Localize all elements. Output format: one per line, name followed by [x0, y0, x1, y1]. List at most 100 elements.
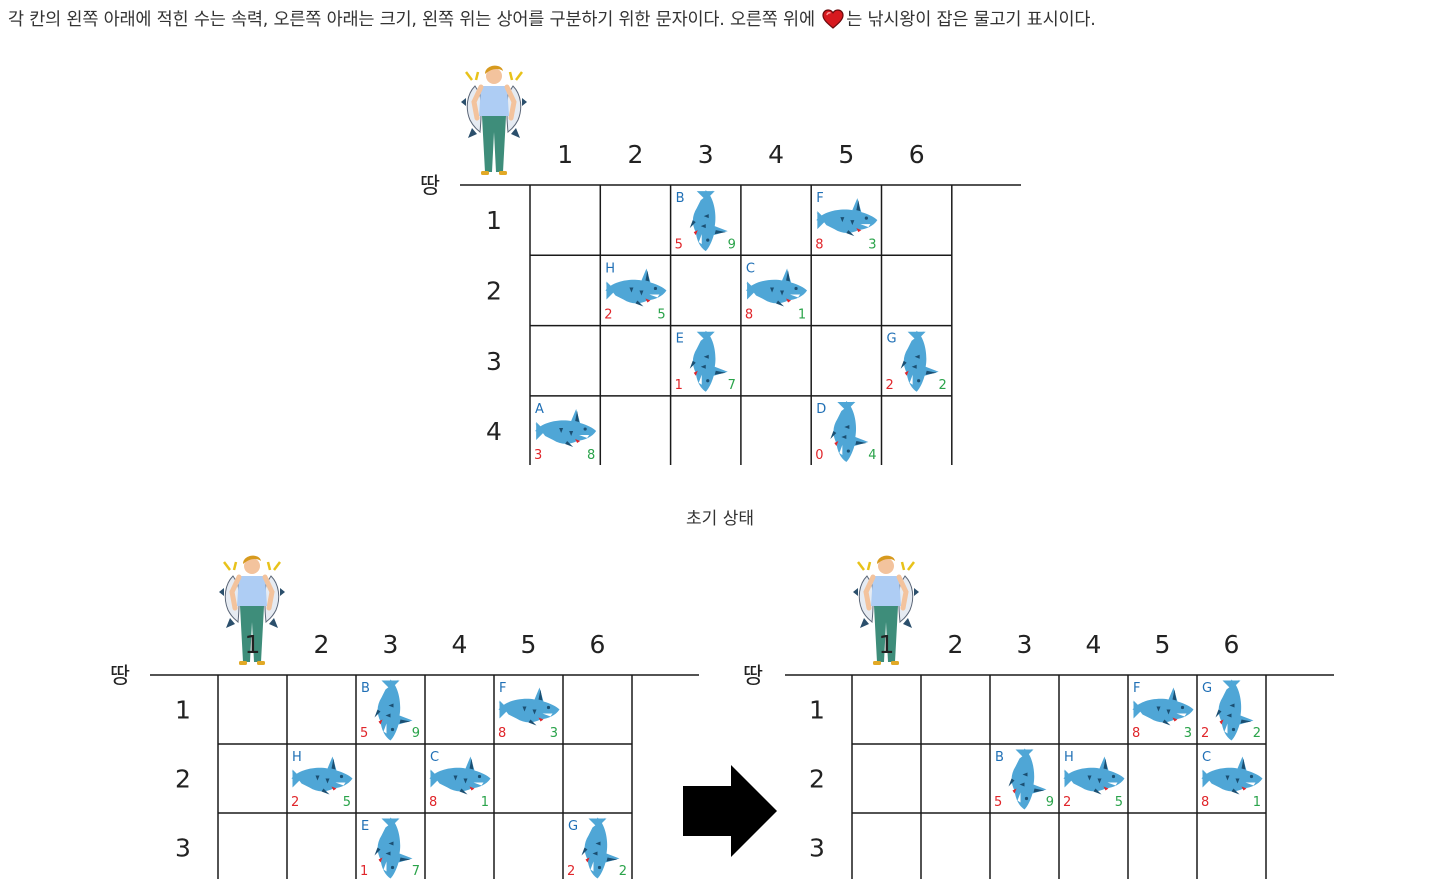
shark-icon — [1008, 748, 1047, 810]
col-label: 5 — [838, 140, 854, 169]
shark-name: C — [1202, 750, 1211, 765]
shark-icon — [830, 401, 869, 463]
shark-speed: 5 — [675, 237, 683, 252]
shark-name: B — [676, 191, 685, 206]
shark-size: 4 — [868, 448, 876, 463]
col-label: 5 — [521, 630, 537, 659]
shark-name: C — [430, 750, 439, 765]
shark-size: 9 — [412, 726, 420, 741]
shark-icon — [374, 817, 413, 879]
shark-size: 5 — [343, 795, 351, 810]
shark-speed: 5 — [994, 795, 1002, 810]
shark-speed: 2 — [604, 308, 612, 323]
row-label: 4 — [486, 417, 502, 446]
row-label: 1 — [486, 206, 502, 235]
shark-speed: 8 — [745, 308, 753, 323]
fisherman-icon — [461, 66, 527, 175]
col-label: 6 — [1224, 630, 1240, 659]
shark-name: G — [887, 332, 897, 347]
shark-speed: 0 — [815, 448, 823, 463]
shark-size: 8 — [587, 448, 595, 463]
shark-speed: 2 — [1063, 795, 1071, 810]
shark-speed: 8 — [498, 726, 506, 741]
shark-size: 7 — [412, 864, 420, 879]
col-label: 3 — [698, 140, 714, 169]
col-label: 1 — [557, 140, 573, 169]
land-label: 땅 — [420, 174, 440, 199]
shark-name: G — [1202, 681, 1212, 696]
land-label: 땅 — [110, 664, 130, 689]
state-caption: 초기 상태 — [686, 509, 754, 529]
col-label: 6 — [590, 630, 606, 659]
shark-name: G — [568, 819, 578, 834]
caption: 각 칸의 왼쪽 아래에 적힌 수는 속력, 오른쪽 아래는 크기, 왼쪽 위는 … — [8, 6, 1096, 34]
shark-name: E — [361, 819, 369, 834]
shark-size: 5 — [1115, 795, 1123, 810]
shark-icon — [746, 268, 808, 307]
row-label: 2 — [809, 765, 825, 794]
row-label: 3 — [175, 834, 191, 863]
col-label: 4 — [768, 140, 784, 169]
shark-name: B — [995, 750, 1004, 765]
col-label: 4 — [1086, 630, 1102, 659]
shark-size: 5 — [657, 308, 665, 323]
shark-name: H — [292, 750, 302, 765]
col-label: 1 — [879, 630, 895, 659]
shark-icon — [689, 190, 728, 252]
shark-speed: 2 — [1201, 726, 1209, 741]
right-arrow-icon — [683, 765, 777, 857]
heart-icon — [822, 9, 844, 34]
shark-size: 2 — [619, 864, 627, 879]
row-label: 3 — [486, 347, 502, 376]
shark-name: H — [1064, 750, 1074, 765]
shark-size: 7 — [728, 378, 736, 393]
row-label: 1 — [175, 696, 191, 725]
shark-size: 1 — [1253, 795, 1261, 810]
shark-size: 2 — [939, 378, 947, 393]
shark-size: 3 — [550, 726, 558, 741]
shark-speed: 8 — [1201, 795, 1209, 810]
row-label: 2 — [486, 276, 502, 305]
shark-H: H 2 5 — [1063, 750, 1125, 810]
shark-size: 3 — [1184, 726, 1192, 741]
row-label: 3 — [809, 834, 825, 863]
shark-icon — [689, 330, 728, 392]
shark-name: C — [746, 261, 755, 276]
col-label: 5 — [1155, 630, 1171, 659]
col-label: 2 — [948, 630, 964, 659]
row-label: 1 — [809, 696, 825, 725]
shark-speed: 2 — [291, 795, 299, 810]
shark-speed: 8 — [1132, 726, 1140, 741]
shark-speed: 5 — [360, 726, 368, 741]
col-label: 4 — [452, 630, 468, 659]
col-label: 2 — [627, 140, 643, 169]
shark-name: D — [816, 402, 826, 417]
shark-D: D 0 4 — [815, 401, 877, 463]
shark-C: C 8 1 — [1201, 750, 1263, 810]
col-label: 3 — [383, 630, 399, 659]
caption-text-before: 각 칸의 왼쪽 아래에 적힌 수는 속력, 오른쪽 아래는 크기, 왼쪽 위는 … — [8, 10, 815, 30]
shark-icon — [900, 330, 939, 392]
shark-speed: 8 — [815, 237, 823, 252]
shark-icon — [374, 679, 413, 741]
shark-speed: 1 — [675, 378, 683, 393]
shark-icon — [816, 198, 878, 237]
shark-speed: 2 — [886, 378, 894, 393]
col-label: 6 — [909, 140, 925, 169]
row-label: 2 — [175, 765, 191, 794]
shark-icon — [1132, 687, 1194, 726]
